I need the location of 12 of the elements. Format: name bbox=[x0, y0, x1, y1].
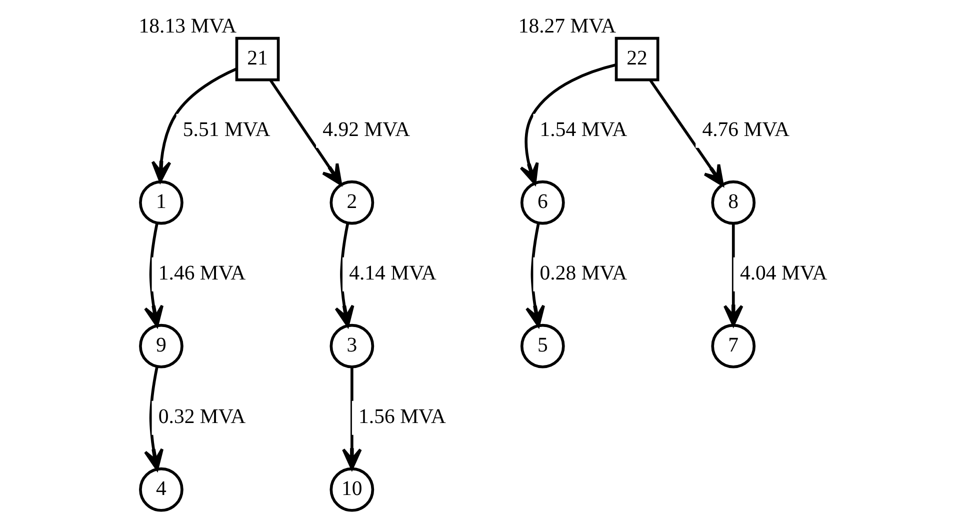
edge-label: 4.76 MVA bbox=[702, 118, 790, 142]
edge-label: 0.32 MVA bbox=[158, 405, 246, 428]
edge-label: 1.46 MVA bbox=[158, 262, 246, 285]
node-label: 18.13 MVA bbox=[138, 14, 236, 38]
edge-label: 4.14 MVA bbox=[348, 262, 436, 285]
edge-label: 1.54 MVA bbox=[539, 118, 627, 142]
edge-label: 0.28 MVA bbox=[539, 262, 627, 285]
edge-label: 5.51 MVA bbox=[182, 118, 270, 142]
node-label: 18.27 MVA bbox=[518, 14, 616, 38]
edge-label: 4.92 MVA bbox=[322, 118, 410, 142]
edge-label: 1.56 MVA bbox=[358, 405, 446, 428]
edge-label: 4.04 MVA bbox=[739, 262, 827, 285]
